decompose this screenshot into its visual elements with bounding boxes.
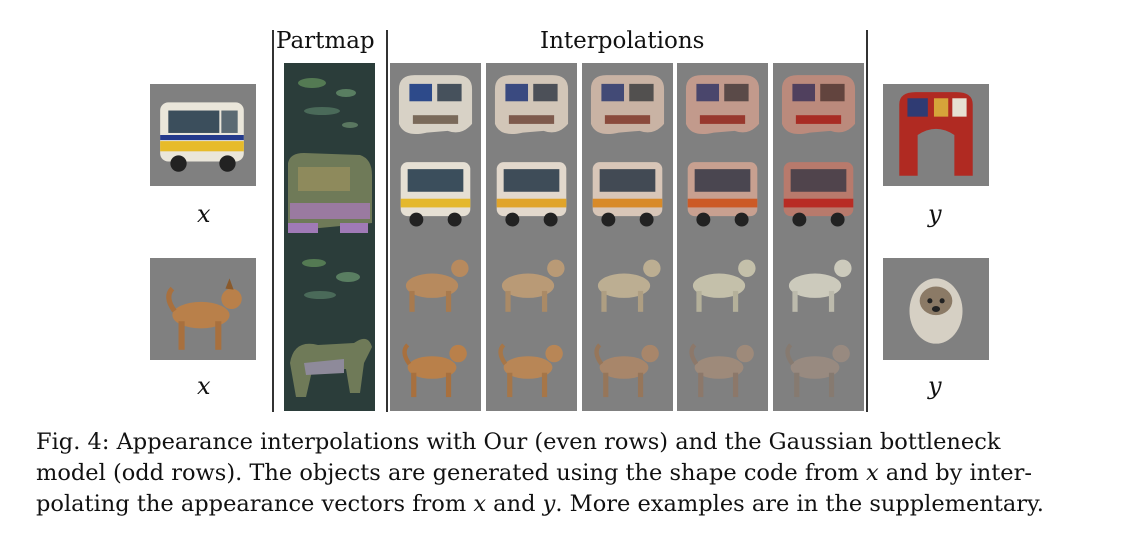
bus-icon [687, 162, 758, 227]
interp-r3-c3 [582, 237, 673, 324]
label-x-bus: x [197, 200, 211, 228]
dog-icon [788, 259, 852, 312]
dog-icon [785, 343, 850, 398]
dog-icon [594, 343, 659, 398]
shaggy-dog-icon [909, 278, 963, 344]
interp-r1-c5 [773, 63, 864, 150]
dog-icon [498, 343, 563, 398]
interp-r4-c4 [677, 324, 768, 411]
bus-icon [400, 162, 471, 227]
bus-icon [592, 162, 663, 227]
interp-r2-c3 [582, 150, 673, 237]
dog-icon [166, 278, 242, 350]
red-bus-icon [899, 92, 973, 176]
interp-r2-c4 [677, 150, 768, 237]
bus-icon [781, 75, 856, 135]
caption-line-3: polating the appearance vectors from x a… [36, 491, 1044, 517]
dog-icon [402, 343, 467, 398]
caption-line-1: Fig. 4: Appearance interpolations with O… [36, 429, 1001, 455]
partmap-visual [288, 78, 372, 397]
interp-r3-c2 [486, 237, 577, 324]
source-image-dog [150, 258, 256, 360]
interpolations-header: Interpolations [540, 28, 705, 54]
bus-icon [496, 162, 567, 227]
label-y-bus: y [928, 200, 942, 228]
interp-r4-c1 [390, 324, 481, 411]
interp-r2-c1 [390, 150, 481, 237]
separator-left [272, 30, 274, 412]
interp-r4-c3 [582, 324, 673, 411]
dog-icon [597, 259, 661, 312]
figure-caption: Fig. 4: Appearance interpolations with O… [36, 427, 1096, 520]
bus-icon [494, 75, 569, 135]
target-image-dog [883, 258, 989, 360]
interp-r1-c1 [390, 63, 481, 150]
separator-right [866, 30, 868, 412]
interp-r3-c5 [773, 237, 864, 324]
bus-icon [398, 75, 473, 135]
bus-icon [783, 162, 854, 227]
interp-r3-c1 [390, 237, 481, 324]
target-image-bus [883, 84, 989, 186]
interp-r4-c2 [486, 324, 577, 411]
source-image-bus [150, 84, 256, 186]
bus-icon [685, 75, 760, 135]
interp-r1-c2 [486, 63, 577, 150]
interp-r1-c4 [677, 63, 768, 150]
dog-icon [405, 259, 469, 312]
separator-partmap [386, 30, 388, 412]
interp-r1-c3 [582, 63, 673, 150]
caption-line-2: model (odd rows). The objects are genera… [36, 460, 1032, 486]
label-x-dog: x [197, 372, 211, 400]
interp-r2-c2 [486, 150, 577, 237]
dog-icon [692, 259, 756, 312]
bus-icon [160, 102, 244, 172]
partmap-header: Partmap [276, 28, 375, 54]
bus-icon [590, 75, 665, 135]
interp-r4-c5 [773, 324, 864, 411]
label-y-dog: y [928, 372, 942, 400]
dog-icon [501, 259, 565, 312]
interp-r3-c4 [677, 237, 768, 324]
interp-r2-c5 [773, 150, 864, 237]
partmap-column [284, 63, 375, 411]
dog-icon [689, 343, 754, 398]
